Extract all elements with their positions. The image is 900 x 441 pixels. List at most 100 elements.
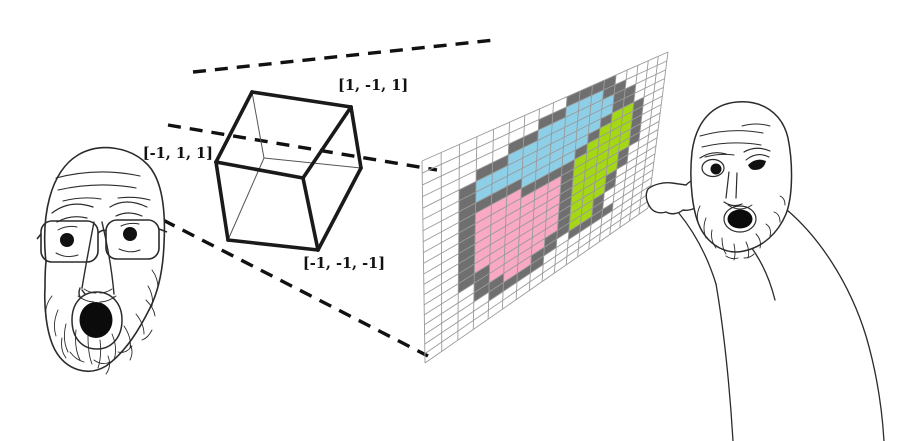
grid-line-horizontal <box>421 51 669 162</box>
grid-cell <box>620 120 632 135</box>
glasses <box>36 219 168 263</box>
grid-cell <box>588 118 601 135</box>
grid-cell <box>589 99 603 115</box>
grid-cell <box>552 107 567 124</box>
grid-cell <box>605 169 617 185</box>
grid-cell <box>578 95 592 112</box>
grid-cell <box>580 208 593 224</box>
grid-cell <box>558 205 571 222</box>
grid-cell <box>616 154 628 170</box>
grid-cell <box>559 187 573 204</box>
grid-line-horizontal <box>423 153 656 296</box>
grid-cell <box>531 229 546 247</box>
grid-cell <box>546 203 560 221</box>
grid-cell <box>602 84 616 100</box>
grid-cell <box>631 106 643 121</box>
grid-cell <box>538 113 553 131</box>
grid-cell <box>576 115 590 131</box>
grid-cell <box>518 237 533 256</box>
grid-cell <box>573 152 587 169</box>
grid-line-vertical <box>501 122 510 310</box>
grid-cell <box>563 130 577 147</box>
grid-cell <box>490 206 507 225</box>
grid-cell <box>591 80 605 96</box>
grid-cell <box>623 93 635 108</box>
grid-cell <box>568 223 581 240</box>
cube-edge <box>301 105 353 180</box>
grid-cell <box>601 94 615 110</box>
grid-cell <box>584 164 597 181</box>
grid-cell <box>592 192 605 208</box>
left-eyebrows <box>51 201 148 223</box>
grid-cell <box>579 216 592 233</box>
cube-labels: [1, -1, 1] [-1, 1, 1] [-1, -1, -1] <box>143 77 408 272</box>
grid-cell <box>574 143 588 160</box>
cube-edge <box>226 238 320 252</box>
grid-line-horizontal <box>422 69 666 186</box>
grid-cell <box>458 254 475 274</box>
eye-pupil <box>123 227 137 241</box>
grid-cell <box>549 147 564 164</box>
grid-cell <box>607 143 620 159</box>
grid-cell <box>474 244 491 264</box>
grid-cell <box>533 201 548 220</box>
grid-cell <box>550 137 565 154</box>
grid-cell <box>507 157 523 176</box>
grid-cell <box>536 153 551 171</box>
grid-cell <box>505 198 521 217</box>
grid-cell <box>458 263 475 284</box>
grid-line-horizontal <box>423 129 659 264</box>
cube-hidden-edge <box>251 91 265 159</box>
grid-cell <box>522 140 538 158</box>
grid-cell <box>459 181 477 201</box>
grid-cell <box>573 162 586 178</box>
grid-cell <box>458 192 476 212</box>
grid-cell <box>587 128 600 144</box>
grid-cell <box>548 166 562 183</box>
grid-cell <box>488 282 504 302</box>
grid-cell <box>618 137 630 153</box>
grid-cell <box>474 264 490 284</box>
grid-cell <box>489 264 505 283</box>
grid-cell <box>458 234 476 254</box>
grid-cell <box>520 200 535 218</box>
grid-cell <box>550 127 565 144</box>
grid-cell <box>503 255 519 274</box>
grid-cell <box>571 189 584 206</box>
grid-cell <box>560 168 574 186</box>
grid-line-vertical <box>472 136 478 330</box>
grid-cell <box>520 180 536 199</box>
grid-cell <box>597 140 610 156</box>
grid-cell <box>534 173 549 191</box>
grid-cell <box>613 89 626 104</box>
grid-cell <box>594 175 606 191</box>
grid-cell <box>608 134 621 150</box>
grid-cell <box>517 246 532 265</box>
grid-cell <box>610 116 623 132</box>
right-soyjak-eyes <box>701 154 770 178</box>
grid-cell <box>475 173 493 193</box>
cube-edge <box>214 160 305 180</box>
grid-cell <box>624 84 636 99</box>
grid-cell <box>617 146 629 161</box>
grid-line-horizontal <box>423 161 655 306</box>
grid-line-horizontal <box>424 184 652 335</box>
grid-cell <box>490 216 506 235</box>
cube-label-bottom: [-1, -1, -1] <box>303 255 385 272</box>
grid-cell <box>568 215 582 232</box>
grid-cell <box>612 98 625 114</box>
grid-cell <box>622 102 634 117</box>
grid-cell <box>585 155 598 172</box>
grid-cell <box>508 137 524 155</box>
grid-cell <box>556 222 570 240</box>
grid-cell <box>536 143 551 161</box>
grid-cell <box>521 160 537 179</box>
grid-cell <box>564 111 579 128</box>
grid-line-horizontal <box>424 169 654 316</box>
grid-cell <box>537 133 552 151</box>
grid-cell <box>504 236 520 255</box>
grid-cell <box>589 109 602 125</box>
grid-cell <box>518 228 533 246</box>
projection-ray <box>162 218 429 358</box>
grid-cell <box>581 199 594 216</box>
